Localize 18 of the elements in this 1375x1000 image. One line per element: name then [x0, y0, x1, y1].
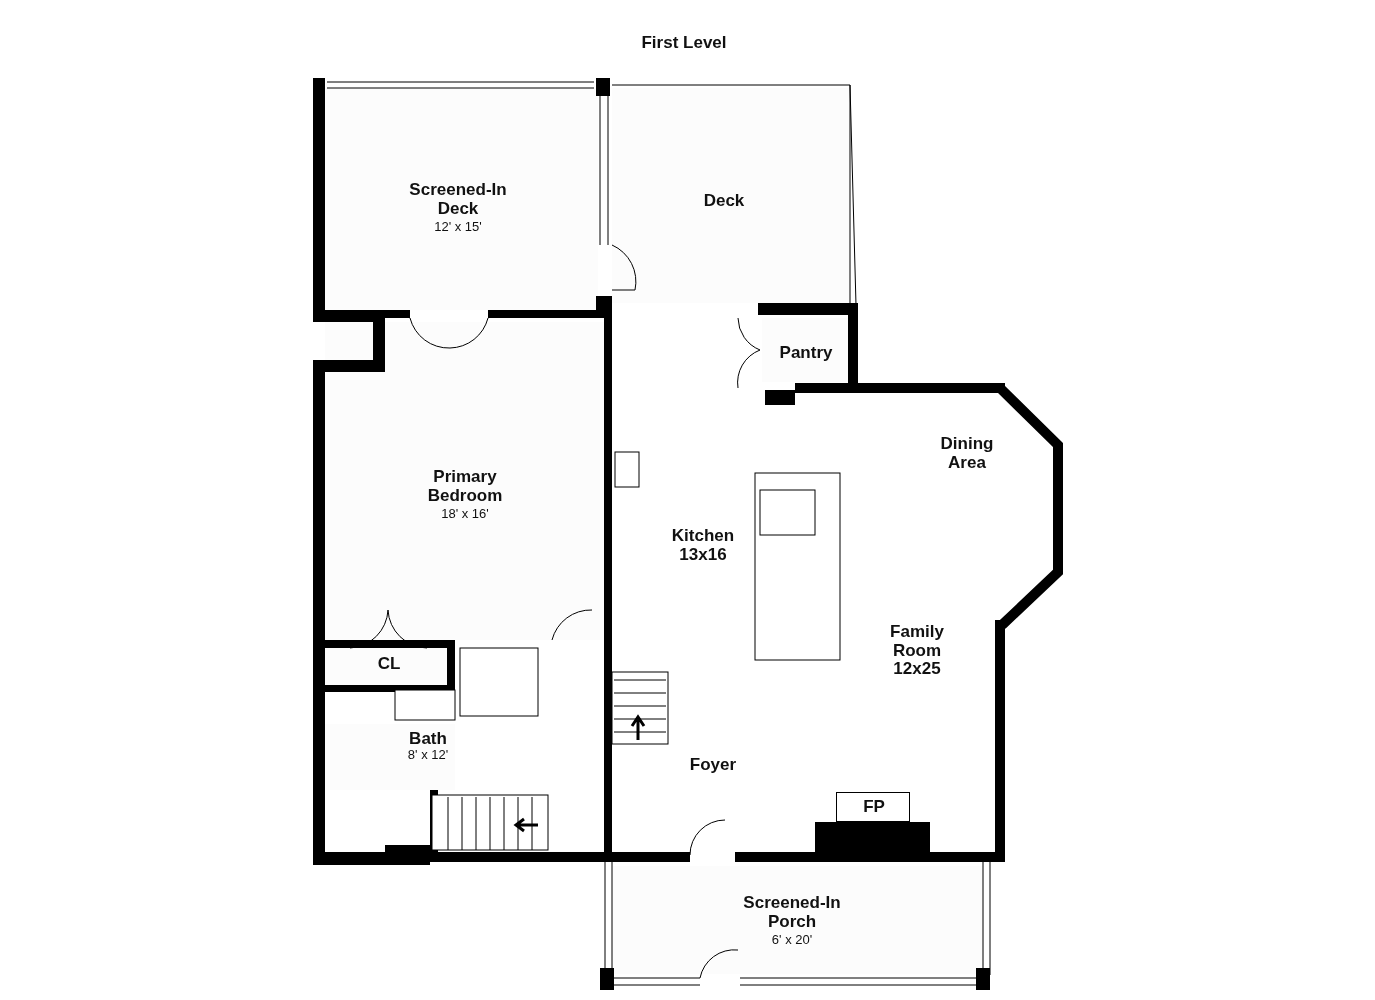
- room-name: Screened-In Porch: [742, 894, 842, 932]
- room-name: Bath: [409, 729, 447, 749]
- room-label: Foyer: [689, 755, 737, 775]
- title: First Level: [641, 33, 727, 53]
- room-name: Deck: [703, 191, 745, 211]
- room-name: Pantry: [779, 343, 833, 363]
- room-name: Primary Bedroom: [426, 468, 504, 506]
- room-dimensions: 8' x 12': [407, 747, 449, 763]
- room-name: CL: [377, 654, 401, 674]
- room-name: FP: [863, 797, 885, 817]
- room-dimensions: 6' x 20': [771, 932, 813, 948]
- room-label: Dining Area: [939, 435, 995, 473]
- room-name: Screened-In Deck: [408, 181, 508, 219]
- room-area: [836, 792, 910, 822]
- room-dimensions: 12' x 15': [434, 219, 482, 235]
- room-label: Kitchen 13x16: [670, 527, 736, 565]
- room-dimensions: 18' x 16': [441, 506, 489, 522]
- room-label: Family Room 12x25: [889, 622, 945, 680]
